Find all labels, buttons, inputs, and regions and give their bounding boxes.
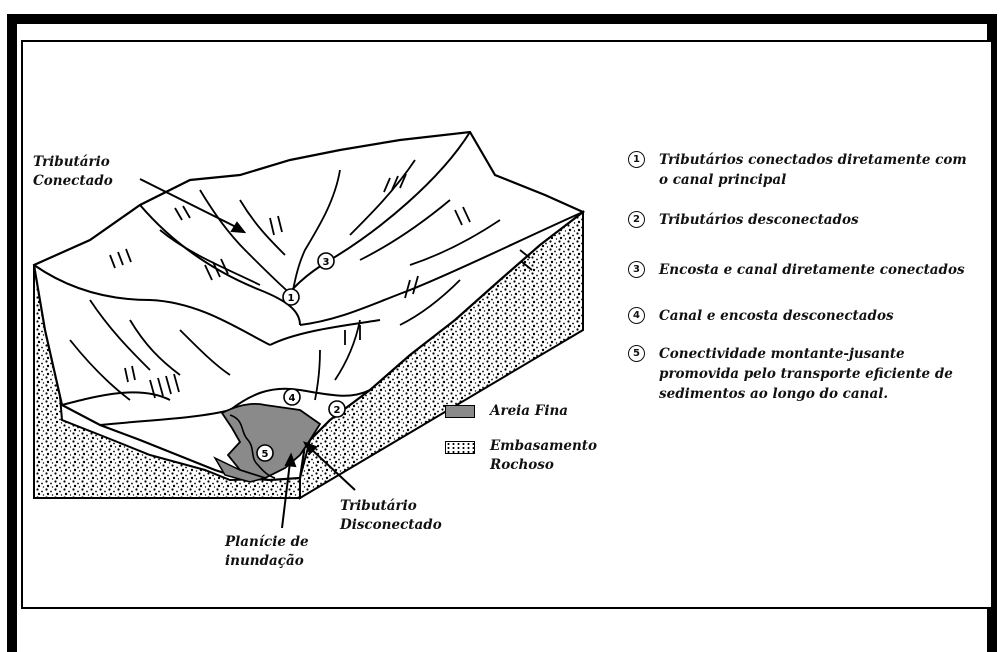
label-line: Disconectado bbox=[340, 516, 442, 535]
legend-number: 4 bbox=[628, 307, 645, 324]
label-line: inundação bbox=[225, 552, 309, 571]
legend-number: 2 bbox=[628, 211, 645, 228]
label-floodplain: Planície de inundação bbox=[225, 533, 309, 571]
legend-text: Canal e encosta desconectados bbox=[659, 306, 894, 326]
legend-item-1: 1 Tributários conectados diretamente com… bbox=[628, 150, 967, 190]
legend-text: Tributários conectados diretamente com o… bbox=[659, 150, 967, 190]
label-connected-tributary: Tributário Conectado bbox=[33, 153, 113, 191]
legend-line: promovida pelo transporte eficiente de bbox=[659, 364, 953, 384]
marker-2-text: 2 bbox=[334, 405, 341, 416]
legend-number: 5 bbox=[628, 345, 645, 362]
label-line: Rochoso bbox=[490, 456, 597, 475]
label-line: Tributário bbox=[340, 497, 442, 516]
marker-5: 5 bbox=[257, 445, 273, 461]
marker-5-text: 5 bbox=[262, 449, 269, 460]
legend-item-4: 4 Canal e encosta desconectados bbox=[628, 306, 894, 326]
fine-sand-swatch bbox=[445, 405, 475, 418]
marker-4-text: 4 bbox=[289, 393, 296, 404]
legend-line: Encosta e canal diretamente conectados bbox=[659, 260, 965, 280]
label-line: Embasamento bbox=[490, 437, 597, 456]
marker-4: 4 bbox=[284, 389, 300, 405]
label-line: Tributário bbox=[33, 153, 113, 172]
legend-line: sedimentos ao longo do canal. bbox=[659, 384, 953, 404]
marker-3: 3 bbox=[318, 253, 334, 269]
label-line: Conectado bbox=[33, 172, 113, 191]
marker-1-text: 1 bbox=[288, 293, 295, 304]
legend-item-2: 2 Tributários desconectados bbox=[628, 210, 859, 230]
legend-number: 3 bbox=[628, 261, 645, 278]
bedrock-swatch bbox=[445, 441, 475, 454]
marker-2: 2 bbox=[329, 401, 345, 417]
legend-line: Canal e encosta desconectados bbox=[659, 306, 894, 326]
legend-item-5: 5 Conectividade montante-jusante promovi… bbox=[628, 344, 953, 404]
bedrock-label: Embasamento Rochoso bbox=[490, 437, 597, 475]
fine-sand-label: Areia Fina bbox=[490, 402, 568, 421]
marker-3-text: 3 bbox=[323, 257, 330, 268]
legend-text: Tributários desconectados bbox=[659, 210, 859, 230]
label-disconnected-tributary: Tributário Disconectado bbox=[340, 497, 442, 535]
label-line: Planície de bbox=[225, 533, 309, 552]
legend-number: 1 bbox=[628, 151, 645, 168]
legend-text: Conectividade montante-jusante promovida… bbox=[659, 344, 953, 404]
marker-1: 1 bbox=[283, 289, 299, 305]
legend-line: Conectividade montante-jusante bbox=[659, 344, 953, 364]
legend-line: Tributários desconectados bbox=[659, 210, 859, 230]
legend-line: o canal principal bbox=[659, 170, 967, 190]
legend-text: Encosta e canal diretamente conectados bbox=[659, 260, 965, 280]
legend-line: Tributários conectados diretamente com bbox=[659, 150, 967, 170]
legend-item-3: 3 Encosta e canal diretamente conectados bbox=[628, 260, 965, 280]
